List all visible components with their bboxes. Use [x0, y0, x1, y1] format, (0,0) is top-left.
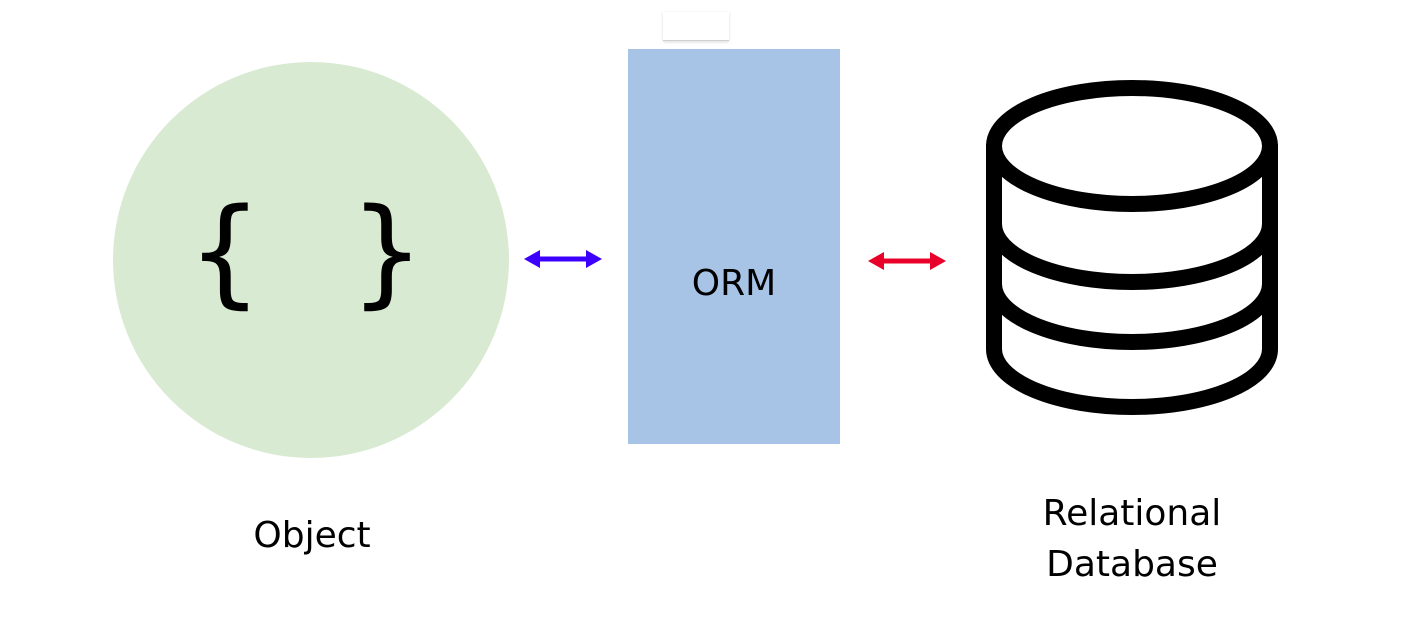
orm-label: ORM: [691, 263, 777, 304]
tab-stub: [663, 12, 729, 41]
double-arrow-icon-right: [868, 252, 946, 270]
curly-braces-icon: { }: [189, 182, 433, 320]
orm-box: ORM: [628, 49, 840, 444]
database-label-line1: Relational: [1042, 493, 1222, 534]
object-circle: { }: [113, 62, 509, 458]
database-icon: [986, 80, 1278, 415]
double-arrow-icon-left: [524, 250, 602, 268]
database-label-line2: Database: [1046, 544, 1218, 586]
object-label: Object: [253, 515, 371, 556]
database-label: Relational Database: [1020, 488, 1244, 590]
